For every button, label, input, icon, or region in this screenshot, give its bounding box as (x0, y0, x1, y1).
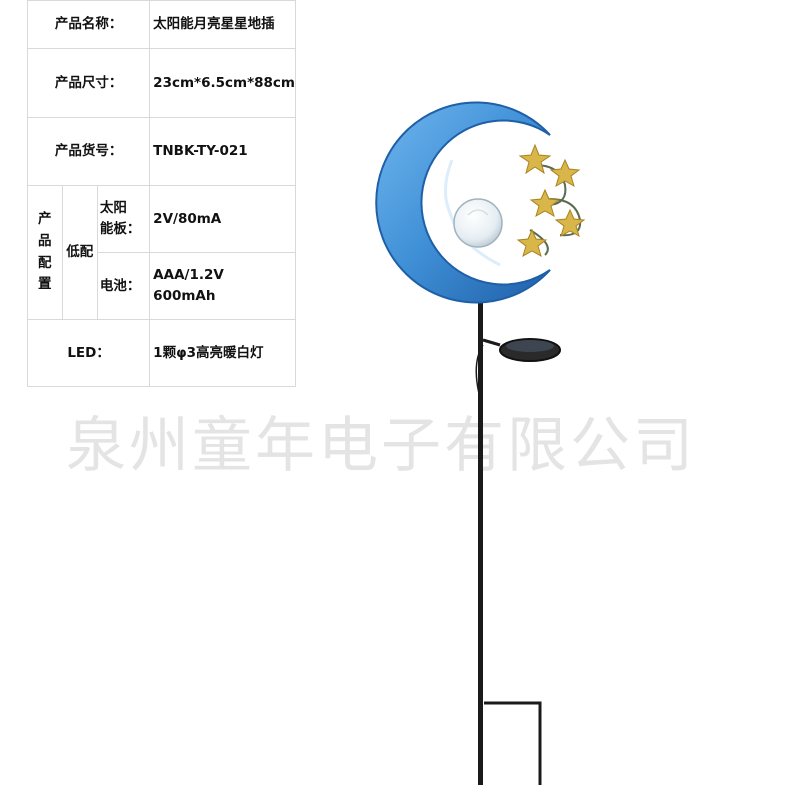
ground-prong (484, 701, 542, 785)
config-label: 产 品 配 置 (27, 185, 63, 320)
star-icon (516, 228, 548, 258)
config-label-char: 配 (38, 254, 52, 271)
led-label: LED： (26, 319, 151, 387)
product-size-value: 23cm*6.5cm*88cm (149, 48, 296, 118)
product-name-value: 太阳能月亮星星地插 (149, 0, 296, 49)
row-product-size: 产品尺寸： 23cm*6.5cm*88cm (26, 48, 296, 118)
row-solar-panel: 产 品 配 置 低配 太阳 能板： 2V/80mA (27, 185, 296, 320)
star-icon (554, 208, 586, 238)
row-product-code: 产品货号： TNBK-TY-021 (26, 117, 296, 186)
solar-wire (475, 344, 484, 406)
config-label-char: 产 (38, 211, 52, 228)
spec-table: 产品名称： 太阳能月亮星星地插 产品尺寸： 23cm*6.5cm*88cm 产品… (26, 0, 296, 387)
star-icon (529, 188, 561, 218)
solar-label-line2: 能板： (99, 221, 141, 237)
product-image (375, 101, 586, 785)
row-product-name: 产品名称： 太阳能月亮星星地插 (26, 0, 296, 49)
product-size-label: 产品尺寸： (26, 48, 151, 118)
battery-value-line2: 600mAh (153, 288, 216, 304)
battery-value-line1: AAA/1.2V (153, 267, 224, 284)
company-watermark: 泉州童年电子有限公司 (66, 411, 696, 481)
battery-value: AAA/1.2V 600mAh (149, 252, 296, 320)
solar-label-line1: 太阳 (99, 200, 127, 217)
config-level: 低配 (61, 185, 98, 320)
stake-pole (478, 290, 483, 785)
config-label-char: 品 (38, 232, 52, 249)
solar-panel-label: 太阳 能板： (96, 185, 151, 253)
solar-arm (482, 338, 501, 347)
led-value: 1颗φ3高亮暖白灯 (149, 319, 296, 387)
bulb-crackle (467, 209, 489, 216)
star-icon (518, 143, 552, 175)
battery-label: 电池： (96, 252, 151, 320)
solar-cell (506, 340, 554, 352)
product-code-value: TNBK-TY-021 (149, 117, 296, 186)
config-label-char: 置 (38, 276, 52, 293)
product-code-label: 产品货号： (26, 117, 151, 186)
star-icon (549, 158, 581, 188)
solar-panel-value: 2V/80mA (149, 185, 296, 253)
row-battery: 电池： AAA/1.2V 600mAh (28, 252, 296, 320)
product-name-label: 产品名称： (26, 0, 151, 49)
row-led: LED： 1颗φ3高亮暖白灯 (26, 319, 296, 387)
stars (516, 143, 586, 258)
moon-crescent (375, 101, 551, 304)
moon-face-highlight (444, 159, 501, 267)
glass-bulb (453, 198, 503, 248)
